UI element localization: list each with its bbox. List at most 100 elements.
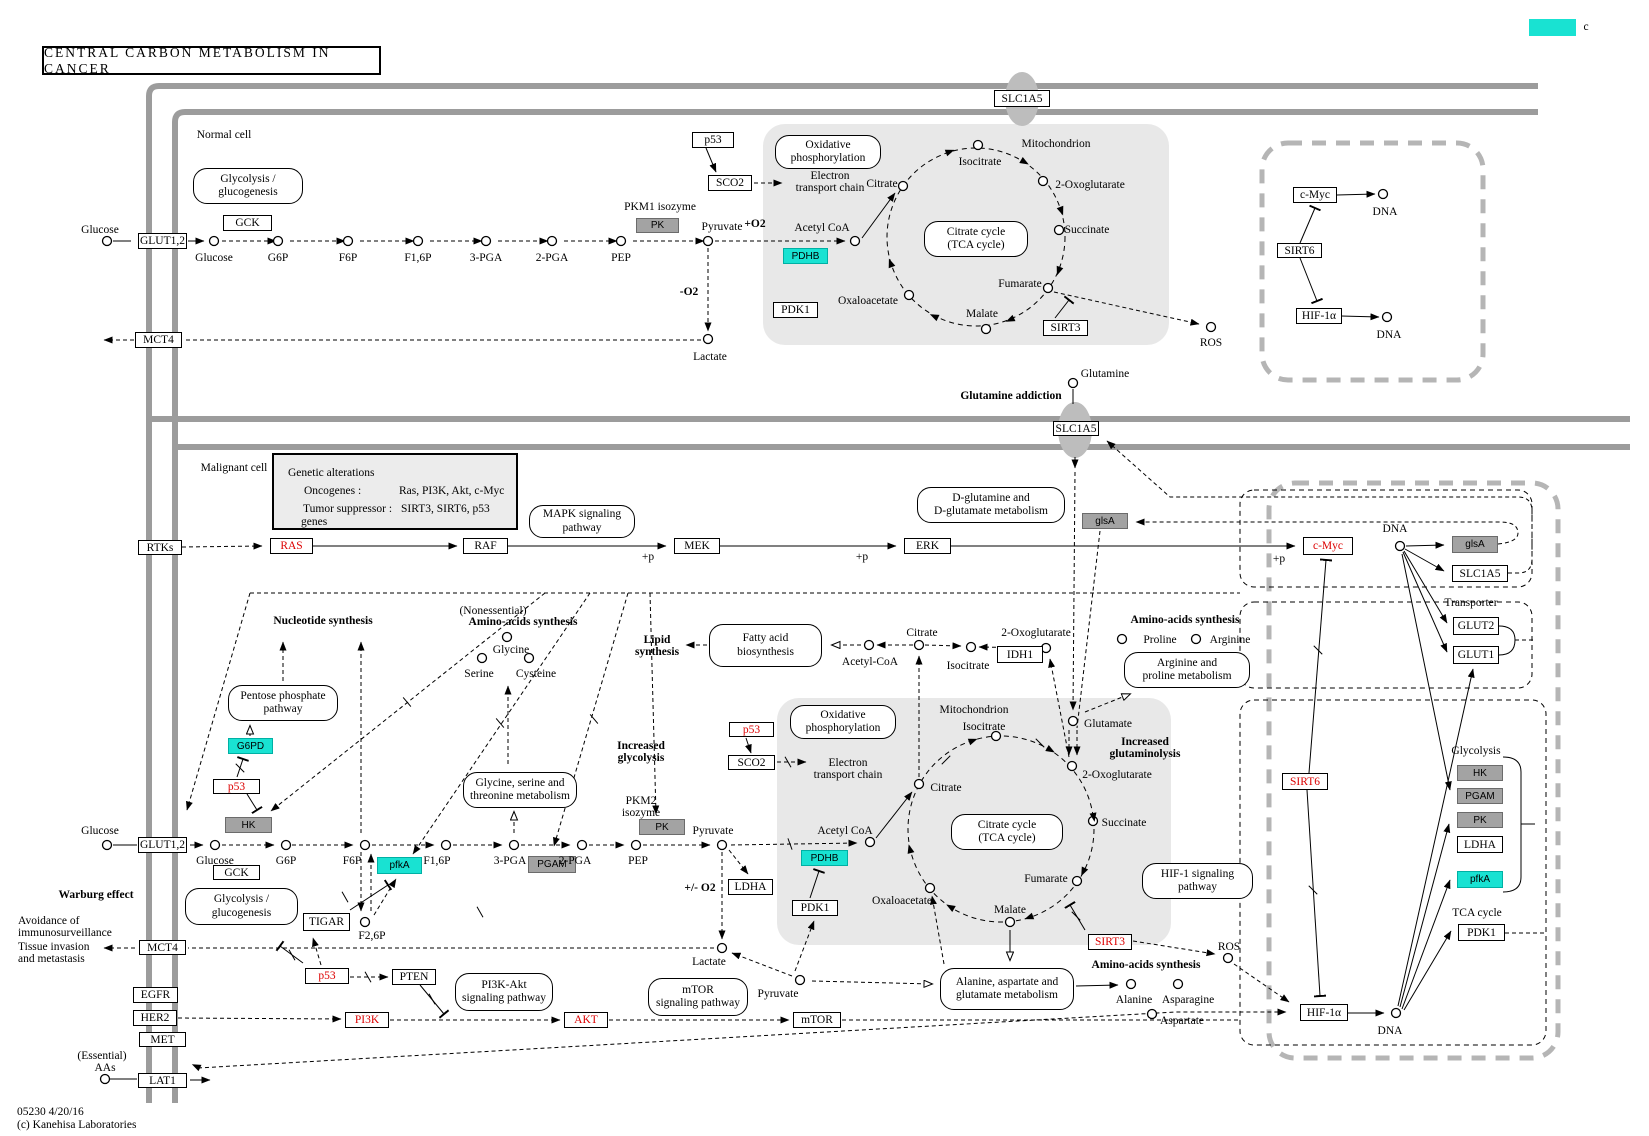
sirt6-2-box[interactable]: SIRT6 <box>1282 773 1328 790</box>
pk-side-box[interactable]: PK <box>1457 812 1503 828</box>
pk-3-box[interactable]: PK <box>639 819 685 835</box>
hif1a-2-box[interactable]: HIF-1α <box>1300 1004 1348 1021</box>
pfka-side-box[interactable]: pfkA <box>1457 871 1503 888</box>
sirt3-1-box[interactable]: SIRT3 <box>1043 320 1088 336</box>
ldha-2-box[interactable]: LDHA <box>728 879 773 895</box>
hk-side-box[interactable]: HK <box>1457 765 1503 781</box>
raf-box[interactable]: RAF <box>463 538 508 554</box>
gck-2-box[interactable]: GCK <box>213 865 260 880</box>
gck-1-box[interactable]: GCK <box>223 215 272 231</box>
p53-4-box[interactable]: p53 <box>305 968 349 984</box>
pten-box[interactable]: PTEN <box>392 969 436 985</box>
hif1a-1-box[interactable]: HIF-1α <box>1296 308 1342 324</box>
flow-arrowhead-6 <box>888 258 896 269</box>
cmyc-2-box[interactable]: c-Myc <box>1303 537 1353 555</box>
acetylcoa-1-label: Acetyl CoA <box>794 222 850 234</box>
edge-105 <box>930 895 945 965</box>
g6p-1-label: G6P <box>267 252 289 264</box>
rtks-box[interactable]: RTKs <box>138 540 182 555</box>
idh1-box[interactable]: IDH1 <box>997 646 1043 663</box>
oxaloacetate-1-label: Oxaloacetate <box>837 295 899 307</box>
tca-ref-1[interactable]: Citrate cycle(TCA cycle) <box>924 221 1028 257</box>
p53-3-box[interactable]: p53 <box>213 779 260 794</box>
pk-1-box[interactable]: PK <box>636 218 679 233</box>
edge-19 <box>1340 313 1380 321</box>
pfka-2-box[interactable]: pfkA <box>377 857 422 874</box>
footer-1-label: 05230 4/20/16 <box>17 1106 84 1118</box>
slc1a5-2-box[interactable]: SLC1A5 <box>1053 421 1099 436</box>
p53-2-box[interactable]: p53 <box>729 722 774 737</box>
genetic-alterations-box <box>272 453 518 530</box>
p53-1-box[interactable]: p53 <box>692 132 734 148</box>
glycolysis-ref-2-label: Glycolysis / <box>213 893 270 906</box>
pi3k-box[interactable]: PI3K <box>345 1012 389 1028</box>
edge-15 <box>861 192 896 239</box>
glsa-1-box[interactable]: glsA <box>1082 513 1128 529</box>
mct4-2-box[interactable]: MCT4 <box>139 940 186 955</box>
met-box[interactable]: MET <box>139 1032 186 1047</box>
egfr-box[interactable]: EGFR <box>133 987 178 1003</box>
g6pd-box[interactable]: G6PD <box>228 738 273 754</box>
metabolite-circle-38 <box>476 652 488 664</box>
tick-mark-15 <box>476 906 484 918</box>
glut12-1-box[interactable]: GLUT1,2 <box>138 233 187 249</box>
glsa-2-box[interactable]: glsA <box>1452 536 1498 553</box>
sco2-2-box[interactable]: SCO2 <box>728 755 775 770</box>
tca-ref-2[interactable]: Citrate cycle(TCA cycle) <box>951 814 1063 850</box>
pi3kakt-ref-label: signaling pathway <box>462 992 546 1004</box>
cmyc-1-box[interactable]: c-Myc <box>1293 187 1337 203</box>
tca-ref-2-label: Citrate cycle <box>977 818 1037 831</box>
pdk1-2-box[interactable]: PDK1 <box>792 900 838 916</box>
glut12-2-box[interactable]: GLUT1,2 <box>138 837 187 853</box>
lat1-box[interactable]: LAT1 <box>138 1073 187 1088</box>
nucleus-border-2 <box>1266 480 1561 1061</box>
glut1-box[interactable]: GLUT1 <box>1453 646 1499 664</box>
akt-box[interactable]: AKT <box>564 1012 608 1028</box>
sirt6-1-box[interactable]: SIRT6 <box>1277 243 1322 258</box>
pdk1-1-box[interactable]: PDK1 <box>773 302 818 318</box>
erk-box[interactable]: ERK <box>904 538 951 554</box>
glycolysis-ref-2[interactable]: Glycolysis /glucogenesis <box>185 888 298 925</box>
edge-35 <box>1397 668 1475 1007</box>
pgam-side-box[interactable]: PGAM <box>1457 788 1503 804</box>
pgam-2-box[interactable]: PGAM <box>528 856 576 873</box>
pdhb-1-box[interactable]: PDHB <box>783 248 828 264</box>
glut2-box[interactable]: GLUT2 <box>1453 617 1499 635</box>
glycolysis-ref-1[interactable]: Glycolysis /glucogenesis <box>193 168 303 204</box>
tick-mark-8 <box>235 763 245 773</box>
edge-83 <box>809 868 826 899</box>
mtor-box[interactable]: mTOR <box>793 1012 841 1028</box>
oxoglutarate-2-label: 2-Oxoglutarate <box>1082 769 1152 781</box>
dna-3-label: DNA <box>1377 1025 1403 1037</box>
fumarate-2-label: Fumarate <box>1024 873 1068 885</box>
ldha-side-box[interactable]: LDHA <box>1457 836 1503 853</box>
sco2-1-box[interactable]: SCO2 <box>708 175 752 191</box>
pdk1-side-box[interactable]: PDK1 <box>1458 924 1505 941</box>
mct4-1-box[interactable]: MCT4 <box>135 332 182 348</box>
ras-box[interactable]: RAS <box>270 538 313 554</box>
her2-box[interactable]: HER2 <box>133 1010 177 1026</box>
hk-2-box[interactable]: HK <box>225 817 272 833</box>
metabolite-circle-54 <box>1146 1008 1158 1020</box>
slc1a5-1-box[interactable]: SLC1A5 <box>994 90 1050 107</box>
tigar-box[interactable]: TIGAR <box>303 913 350 931</box>
genetic-suppressor-value: SIRT3, SIRT6, p53 <box>401 503 490 515</box>
slc1a5-3-box[interactable]: SLC1A5 <box>1452 565 1508 582</box>
sirt3-2-box[interactable]: SIRT3 <box>1088 934 1132 950</box>
metabolite-circle-29 <box>630 839 642 851</box>
mek-box[interactable]: MEK <box>674 538 720 554</box>
pdhb-2-box[interactable]: PDHB <box>801 850 848 866</box>
metabolite-circle-23 <box>209 839 221 851</box>
